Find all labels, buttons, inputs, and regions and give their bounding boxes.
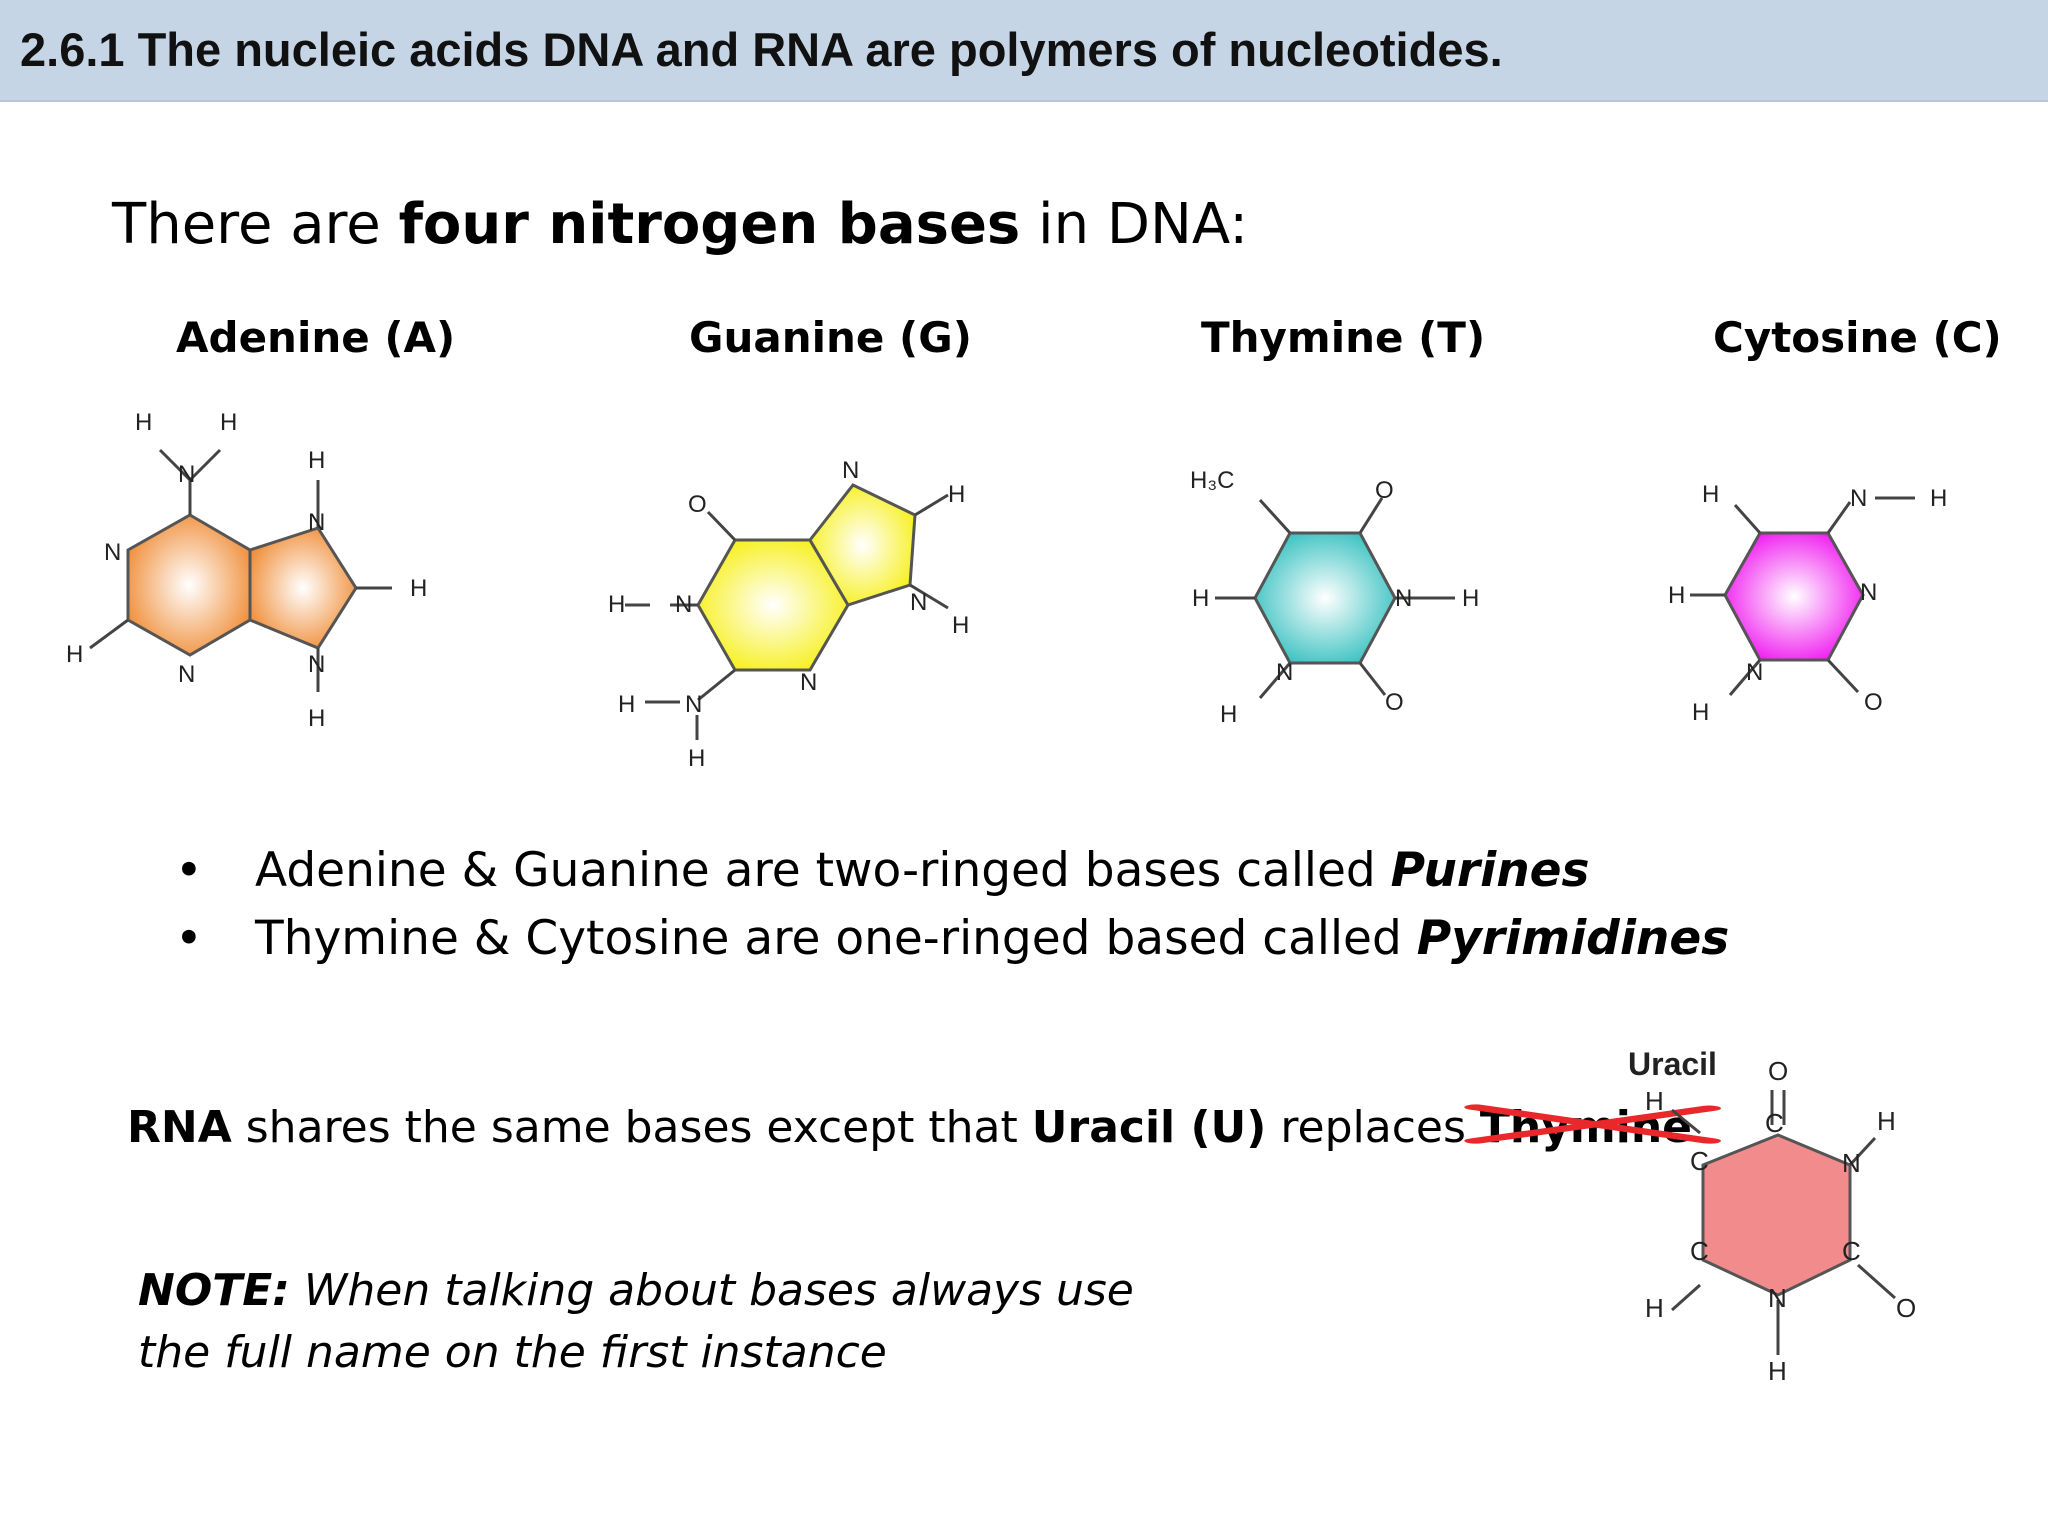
svg-text:H: H <box>308 447 325 474</box>
cytosine-label: Cytosine (C) <box>1713 313 2002 362</box>
guanine-label: Guanine (G) <box>689 313 972 362</box>
svg-text:N: N <box>1746 659 1763 686</box>
adenine-label: Adenine (A) <box>176 313 456 362</box>
struck-thymine: Thymine <box>1464 1102 1721 1153</box>
svg-text:H: H <box>952 612 969 639</box>
adenine-six-ring <box>126 513 252 657</box>
svg-text:H: H <box>1768 1356 1787 1386</box>
thymine-structure: H₃C O H N H N O H <box>1190 467 1479 728</box>
rna-statement: RNA shares the same bases except that Ur… <box>127 1102 1721 1153</box>
svg-text:H: H <box>618 691 635 718</box>
slide-title: 2.6.1 The nucleic acids DNA and RNA are … <box>20 23 1503 76</box>
cytosine-ring <box>1723 531 1865 662</box>
svg-text:N: N <box>104 539 121 566</box>
svg-text:H₃C: H₃C <box>1190 467 1234 494</box>
bullet-dot: • <box>175 843 203 898</box>
cytosine-structure: H N H H N N O H <box>1668 481 1947 726</box>
svg-text:N: N <box>842 457 859 484</box>
svg-text:N: N <box>178 461 195 488</box>
svg-text:H: H <box>135 409 152 436</box>
thymine-ring <box>1253 531 1397 665</box>
svg-text:C: C <box>1690 1236 1709 1266</box>
svg-text:N: N <box>1850 485 1867 512</box>
svg-text:N: N <box>178 661 195 688</box>
svg-text:H: H <box>1645 1086 1664 1116</box>
svg-text:O: O <box>1375 477 1394 504</box>
note-text: NOTE: When talking about bases always us… <box>138 1265 1134 1378</box>
header-bar: 2.6.1 The nucleic acids DNA and RNA are … <box>0 0 2048 102</box>
svg-text:N: N <box>1860 579 1877 606</box>
svg-text:H: H <box>1702 481 1719 508</box>
adenine-five-ring <box>248 526 358 650</box>
uracil-structure: Uracil O C H C N H C C H N O H <box>1628 1046 1916 1386</box>
intro-text: There are four nitrogen bases in DNA: <box>112 192 1249 257</box>
strike-through-mark <box>1464 1104 1721 1144</box>
svg-text:H: H <box>688 745 705 772</box>
svg-text:N: N <box>1842 1148 1861 1178</box>
svg-text:N: N <box>675 591 692 618</box>
svg-text:H: H <box>608 591 625 618</box>
svg-text:C: C <box>1842 1236 1861 1266</box>
svg-text:H: H <box>1877 1106 1896 1136</box>
svg-text:H: H <box>1645 1293 1664 1323</box>
svg-text:H: H <box>1930 485 1947 512</box>
svg-text:H: H <box>308 705 325 732</box>
svg-text:O: O <box>688 491 707 518</box>
svg-text:N: N <box>910 589 927 616</box>
svg-text:H: H <box>1192 585 1209 612</box>
svg-text:H: H <box>1692 699 1709 726</box>
svg-text:H: H <box>220 409 237 436</box>
svg-text:N: N <box>685 691 702 718</box>
uracil-label: Uracil <box>1628 1046 1717 1082</box>
svg-text:H: H <box>948 481 965 508</box>
adenine-structure: H H N H N N H H N N H <box>66 409 427 732</box>
svg-text:N: N <box>1395 585 1412 612</box>
svg-text:O: O <box>1768 1056 1788 1086</box>
bullet-dot: • <box>175 911 203 966</box>
svg-text:H: H <box>1462 585 1479 612</box>
svg-text:H: H <box>410 575 427 602</box>
svg-text:N: N <box>1768 1283 1787 1313</box>
svg-text:H: H <box>1668 582 1685 609</box>
svg-text:N: N <box>308 651 325 678</box>
svg-text:H: H <box>1220 701 1237 728</box>
svg-text:C: C <box>1690 1146 1709 1176</box>
guanine-five-ring <box>808 483 917 607</box>
svg-text:N: N <box>308 509 325 536</box>
svg-text:O: O <box>1864 689 1883 716</box>
thymine-label: Thymine (T) <box>1201 313 1486 362</box>
svg-text:H: H <box>66 641 83 668</box>
svg-text:O: O <box>1896 1293 1916 1323</box>
svg-text:N: N <box>1276 659 1293 686</box>
svg-text:N: N <box>800 669 817 696</box>
svg-text:C: C <box>1765 1108 1784 1138</box>
uracil-ring <box>1701 1133 1852 1297</box>
guanine-structure: N O H H N N H N H N H <box>608 457 969 772</box>
svg-text:O: O <box>1385 689 1404 716</box>
